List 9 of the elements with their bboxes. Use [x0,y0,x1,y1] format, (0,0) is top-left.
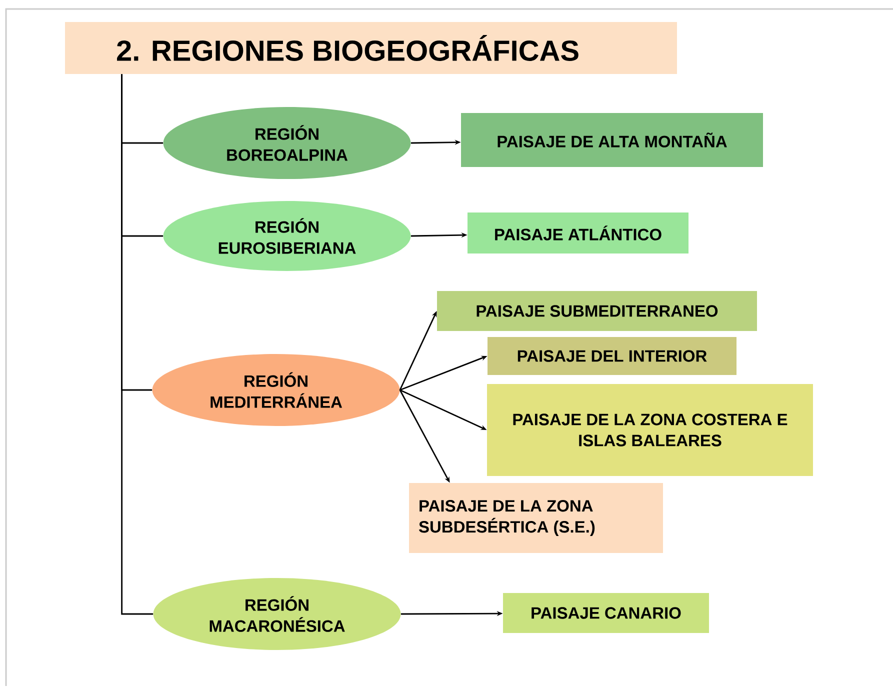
landscape-box: PAISAJE DE ALTA MONTAÑA [461,113,763,167]
landscape-box: PAISAJE DEL INTERIOR [488,337,736,375]
title-box: 2. REGIONES BIOGEOGRÁFICAS [65,22,677,74]
connector [121,74,154,615]
landscape-box: PAISAJE DE LA ZONA COSTERA E ISLAS BALEARES [487,384,813,476]
landscape-box: PAISAJE DE LA ZONA SUBDESÉRTICA (S.E.) [409,483,663,553]
landscape-box: PAISAJE ATLÁNTICO [468,212,688,254]
landscape-box: PAISAJE CANARIO [503,593,709,633]
landscape-box: PAISAJE SUBMEDITERRANEO [437,291,757,331]
